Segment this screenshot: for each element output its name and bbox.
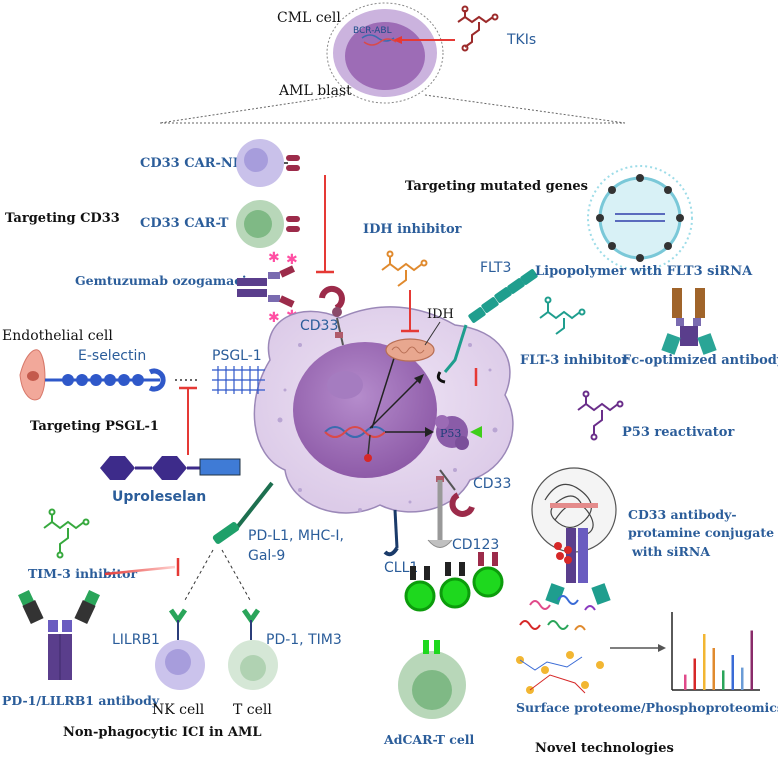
proteome-molecules-icon	[516, 595, 604, 694]
novel-technologies-heading: Novel technologies	[535, 741, 674, 756]
spectrum-chart-icon	[671, 612, 760, 691]
lipopolymer-label: Lipopolymer with FLT3 siRNA	[535, 264, 753, 279]
pd1-lilrb1-antibody-icon	[18, 590, 100, 680]
cd33-car-t-label: CD33 CAR-T	[140, 216, 229, 231]
adcar-adapters-icon	[404, 552, 504, 612]
tim3-inhibit-line	[104, 565, 176, 576]
conjugate-label-2: protamine conjugate	[628, 525, 774, 540]
spectrum-bar	[684, 674, 687, 690]
cd33-car-nk-label: CD33 CAR-NK	[140, 156, 245, 171]
cml-cell-outline	[326, 2, 444, 104]
psgl1-molecule-icon	[212, 366, 265, 394]
p53-protein-icon	[435, 415, 469, 450]
pd1-tim3-label: PD-1, TIM3	[266, 632, 342, 648]
ici-ligands-label: PD-L1, MHC-I,	[248, 528, 344, 544]
car-t-cell-icon	[236, 200, 300, 248]
flt3-label: FLT3	[480, 260, 511, 276]
p53-reactivator-label: P53 reactivator	[622, 425, 734, 440]
flt3-inhibitor-molecule-icon	[539, 296, 586, 335]
idh-label: IDH	[427, 307, 454, 322]
psgl1-label: PSGL-1	[212, 348, 262, 364]
cd123-label: CD123	[452, 537, 499, 553]
cll1-receptor-icon	[383, 509, 399, 557]
aml-blast-label: AML blast	[278, 83, 352, 99]
e-selectin-chain-icon	[45, 368, 166, 392]
flt3-inhibitor-label: FLT-3 inhibitor	[520, 353, 628, 368]
conjugate-label-1: CD33 antibody-	[628, 507, 737, 522]
pdl1-ligand-icon	[212, 481, 274, 544]
tim3-inhibitor-label: TIM-3 inhibitor	[28, 566, 137, 581]
p53-reactivator-molecule-icon	[577, 390, 624, 441]
cll1-label: CLL1	[384, 560, 418, 576]
spectrum-bar	[693, 658, 696, 690]
svg-text:✱: ✱	[268, 250, 280, 266]
endothelial-cell-label: Endothelial cell	[2, 328, 113, 344]
fc-antibody-icon	[661, 288, 717, 355]
svg-text:✱: ✱	[286, 252, 298, 268]
flt3-receptor-icon	[436, 269, 538, 384]
proteome-label: Surface proteome/Phosphoproteomics	[516, 700, 778, 715]
adcar-t-cell-icon	[398, 640, 466, 719]
tki-molecule-icon	[457, 5, 499, 52]
spectrum-bar	[741, 667, 744, 690]
tim3-inhibitor-molecule-icon	[43, 508, 90, 559]
cml-cell-label: CML cell	[277, 10, 341, 26]
e-selectin-label: E-selectin	[78, 348, 146, 364]
nk-cell-icon	[155, 608, 205, 690]
uproleselan-label: Uproleselan	[112, 489, 206, 505]
car-nk-cell-icon	[236, 139, 300, 187]
bcr-abl-label: BCR-ABL	[353, 26, 392, 36]
p53-label: P53	[440, 427, 461, 440]
ici-heading: Non-phagocytic ICI in AML	[63, 725, 262, 740]
t-cell-label: T cell	[233, 702, 272, 718]
mitochondria-icon	[385, 338, 435, 362]
conjugate-sirna-icon	[531, 467, 617, 605]
dna-helix-icon	[324, 426, 386, 462]
svg-text:✱: ✱	[268, 310, 280, 326]
ici-ligands-label-2: Gal-9	[248, 548, 285, 564]
spectrum-bar	[722, 670, 725, 690]
targeting-cd33-heading: Targeting CD33	[5, 211, 120, 226]
conjugate-label-3: with siRNA	[631, 544, 710, 559]
spectrum-bar	[712, 648, 715, 690]
targeting-mutated-heading: Targeting mutated genes	[405, 179, 588, 194]
tkis-label: TKIs	[506, 32, 536, 48]
pd1-lilrb1-antibody-label: PD-1/LILRB1 antibody	[2, 693, 160, 708]
spectrum-bar	[703, 634, 706, 690]
cd33-bottom-label: CD33	[473, 476, 511, 492]
spectrum-bar	[750, 630, 753, 690]
targeting-psgl1-heading: Targeting PSGL-1	[30, 419, 159, 434]
bcr-abl-gene	[361, 34, 395, 42]
gemtuzumab-antibody-icon: ✱ ✱ ✱ ✱	[237, 250, 298, 326]
nk-cell-label: NK cell	[152, 702, 205, 718]
gemtuzumab-label: Gemtuzumab ozogamacin	[75, 273, 256, 288]
adcar-t-cell-label: AdCAR-T cell	[383, 732, 475, 747]
uproleselan-molecule-icon	[100, 456, 241, 480]
cd33-receptor-bottom-icon	[436, 469, 475, 517]
fc-antibody-label: Fc-optimized antibody	[622, 353, 778, 368]
t-cell-icon	[228, 608, 278, 690]
spectrum-bar	[731, 655, 734, 690]
cd33-receptor-top-icon	[319, 285, 345, 346]
idh-inhibitor-label: IDH inhibitor	[363, 222, 462, 237]
cd123-receptor-icon	[427, 480, 453, 548]
aml-nucleus	[293, 342, 437, 478]
idh-inhibitor-molecule-icon	[381, 250, 428, 287]
endothelial-cell-icon	[19, 349, 46, 401]
lilrb1-label: LILRB1	[112, 632, 160, 648]
cd33-top-label: CD33	[300, 318, 338, 334]
lipopolymer-icon	[587, 165, 693, 271]
